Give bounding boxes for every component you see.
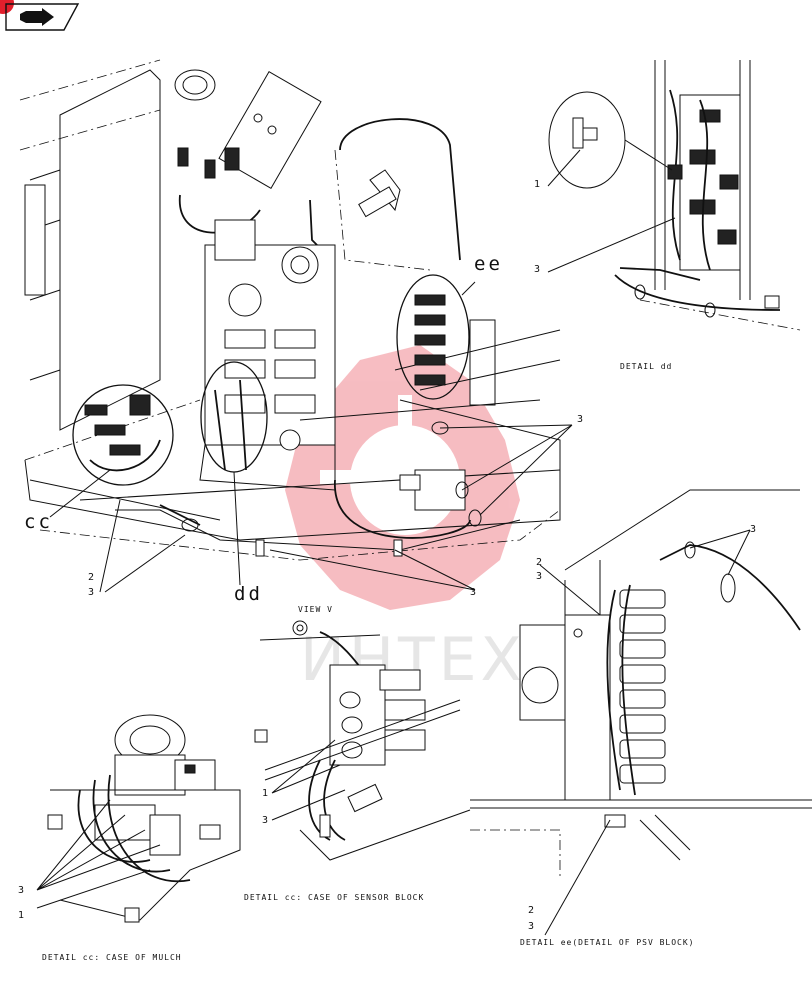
- label-ee: ee: [474, 253, 503, 275]
- detail-dd-caption: DETAIL dd: [620, 362, 672, 371]
- detail-cc-sensor-caption: DETAIL cc: CASE OF SENSOR BLOCK: [244, 893, 424, 902]
- callout-3: 3: [577, 414, 583, 425]
- detail-dd-panel: 1 3 DETAIL dd: [534, 60, 801, 371]
- forward-arrow-icon: [20, 8, 54, 26]
- callout-3: 3: [470, 587, 476, 598]
- detail-ee-caption: DETAIL ee(DETAIL OF PSV BLOCK): [520, 938, 695, 947]
- callout-3: 3: [262, 815, 268, 826]
- callout-3: 3: [750, 524, 756, 535]
- callout-2: 2: [88, 572, 94, 583]
- nav-forward-button[interactable]: [0, 0, 80, 31]
- detail-cc-callout[interactable]: [72, 384, 174, 486]
- corner-badge: [0, 0, 14, 14]
- callout-1: 1: [262, 788, 268, 799]
- label-cc: cc: [24, 511, 53, 533]
- detail-ee-callout[interactable]: [396, 274, 470, 400]
- detail-ee-parts: [414, 294, 446, 386]
- detail-cc-sensor-panel: 1 3 DETAIL cc: CASE OF SENSOR BLOCK: [244, 620, 471, 902]
- detail-cc-parts: [84, 394, 161, 472]
- main-view-v: cc dd ee 2 3 3 3 VIEW V: [19, 59, 583, 614]
- callout-3: 3: [534, 264, 540, 275]
- callout-3: 3: [528, 921, 534, 932]
- callout-2: 2: [528, 905, 534, 916]
- psv-connectors: [619, 589, 666, 784]
- label-dd: dd: [234, 583, 263, 605]
- detail-ee-panel: 2 3 3 2 3 DETAIL ee(DETAIL OF PSV BLOCK): [470, 489, 812, 947]
- control-valve-block: [199, 219, 336, 491]
- callout-3: 3: [88, 587, 94, 598]
- view-v-caption: VIEW V: [298, 605, 333, 614]
- callout-1: 1: [18, 910, 24, 921]
- detail-cc-mulch-panel: 3 1 DETAIL cc: CASE OF MULCH: [18, 714, 241, 962]
- callout-3: 3: [18, 885, 24, 896]
- callout-1: 1: [534, 179, 540, 190]
- callout-3: 3: [536, 571, 542, 582]
- detail-cc-mulch-caption: DETAIL cc: CASE OF MULCH: [42, 953, 182, 962]
- callout-2: 2: [536, 557, 542, 568]
